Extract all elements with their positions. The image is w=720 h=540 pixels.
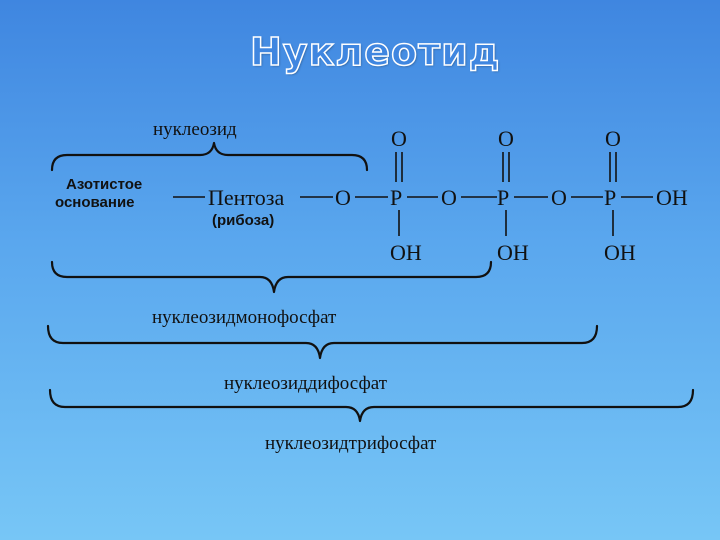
slide-title: Нуклеотид <box>249 29 501 75</box>
sugar-label: Пентоза <box>208 185 284 210</box>
monophosphate-brace <box>50 260 493 294</box>
monophosphate-label: нуклеозидмонофосфат <box>152 307 337 328</box>
p2-hydroxyl: OH <box>497 240 529 265</box>
phosphorus-1: P <box>390 185 402 210</box>
diphosphate-brace <box>46 324 599 360</box>
bridge-oxygen-2: O <box>551 185 567 210</box>
base-label-line2: основание <box>55 194 135 211</box>
phosphorus-2: P <box>497 185 509 210</box>
ester-oxygen: O <box>335 185 351 210</box>
p1-hydroxyl: OH <box>390 240 422 265</box>
terminal-hydroxyl: OH <box>656 185 688 210</box>
p1-double-oxygen: O <box>391 126 407 151</box>
diphosphate-label: нуклеозиддифосфат <box>224 373 388 394</box>
nucleoside-label: нуклеозид <box>153 119 237 140</box>
p3-hydroxyl: OH <box>604 240 636 265</box>
phosphorus-3: P <box>604 185 616 210</box>
p2-double-oxygen: O <box>498 126 514 151</box>
nucleoside-brace <box>50 141 369 172</box>
p3-double-oxygen: O <box>605 126 621 151</box>
triphosphate-label: нуклеозидтрифосфат <box>265 433 437 454</box>
base-label-line1: Азотистое <box>66 176 142 193</box>
triphosphate-brace <box>48 388 695 423</box>
bridge-oxygen-1: O <box>441 185 457 210</box>
sugar-note: (рибоза) <box>212 212 274 229</box>
